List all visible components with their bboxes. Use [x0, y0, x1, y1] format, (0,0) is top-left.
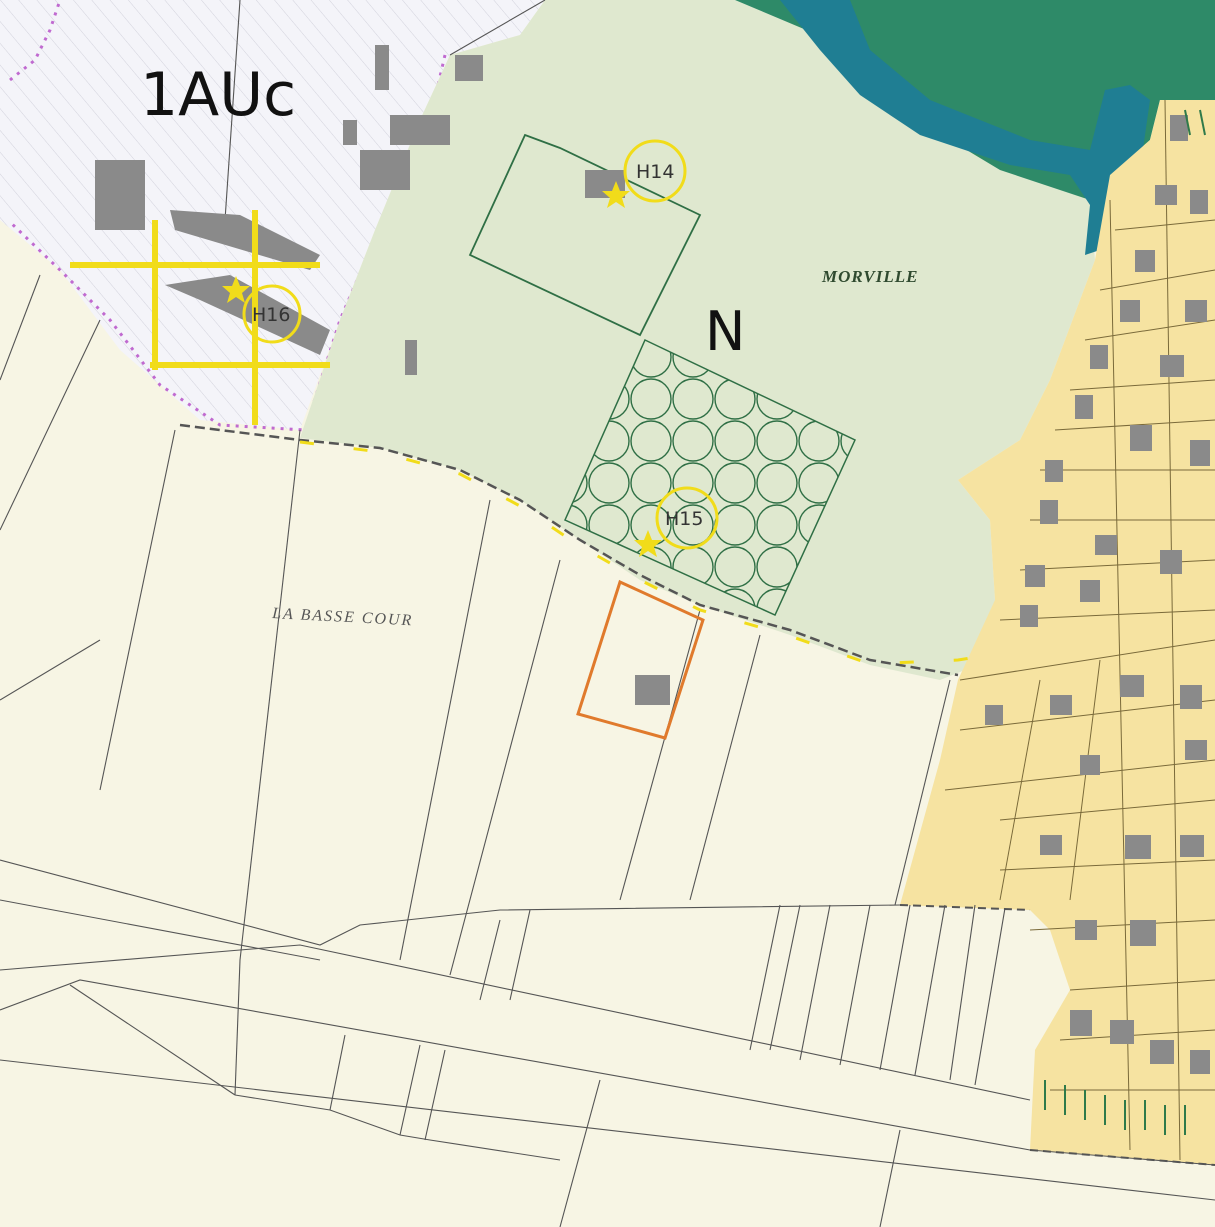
- residential-boundary-west: [899, 904, 1031, 911]
- residential-area: [900, 100, 1215, 1165]
- highlighted-parcel[interactable]: [576, 579, 705, 740]
- hedge-lines: [1044, 109, 1206, 1135]
- marker-label: H15: [665, 508, 703, 530]
- zone-1auc-boundary-top: [9, 0, 62, 82]
- marker-label: H16: [252, 304, 290, 326]
- road-edge: [179, 423, 959, 677]
- heritage-marker-h16[interactable]: H16: [222, 276, 302, 344]
- marker-circle: [655, 486, 719, 550]
- place-label-morville: MORVILLE: [821, 267, 919, 286]
- star-icon: [634, 530, 662, 557]
- protected-woodland-area: [564, 338, 856, 616]
- marker-label: H14: [636, 161, 674, 183]
- zone-label-n: N: [705, 300, 745, 363]
- heritage-marker-h15[interactable]: H15: [634, 486, 719, 557]
- star-icon: [222, 276, 250, 303]
- star-icon: [602, 181, 630, 208]
- zone-label-1auc: 1AUc: [140, 60, 296, 130]
- water-channel: [780, 0, 1150, 255]
- heritage-tree-lines: [70, 210, 330, 425]
- protected-parcel-outline: [468, 133, 702, 337]
- residential-buildings: [985, 115, 1210, 1074]
- marker-circle: [623, 139, 687, 203]
- marker-circle: [242, 284, 302, 344]
- zone-1auc-hatch: [0, 0, 545, 430]
- zone-n-area: [300, 0, 1095, 680]
- heritage-marker-h14[interactable]: H14: [602, 139, 687, 208]
